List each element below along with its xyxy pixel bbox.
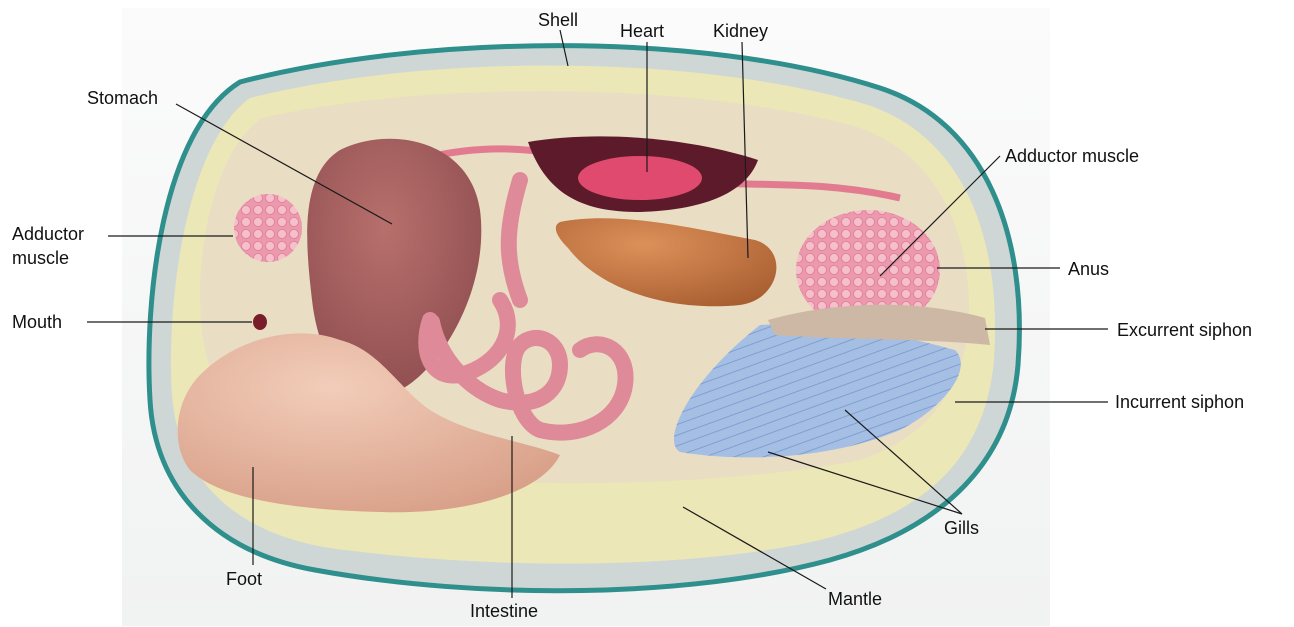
label-anus: Anus xyxy=(1068,259,1109,279)
label-excurrent-siphon: Excurrent siphon xyxy=(1117,320,1252,340)
label-mouth: Mouth xyxy=(12,312,62,332)
label-adductor-muscle-right: Adductor muscle xyxy=(1005,146,1139,166)
label-stomach: Stomach xyxy=(87,88,158,108)
label-shell: Shell xyxy=(538,10,578,30)
label-heart: Heart xyxy=(620,21,664,41)
label-incurrent-siphon: Incurrent siphon xyxy=(1115,392,1244,412)
label-kidney: Kidney xyxy=(713,21,768,41)
label-intestine: Intestine xyxy=(470,601,538,621)
mouth xyxy=(253,314,267,330)
label-adductor-muscle-left-1: Adductor xyxy=(12,224,84,244)
label-gills: Gills xyxy=(944,518,979,538)
label-adductor-muscle-left-2: muscle xyxy=(12,248,69,268)
label-mantle: Mantle xyxy=(828,589,882,609)
adductor-muscle-left xyxy=(234,194,302,262)
heart xyxy=(578,156,702,200)
label-foot: Foot xyxy=(226,569,262,589)
